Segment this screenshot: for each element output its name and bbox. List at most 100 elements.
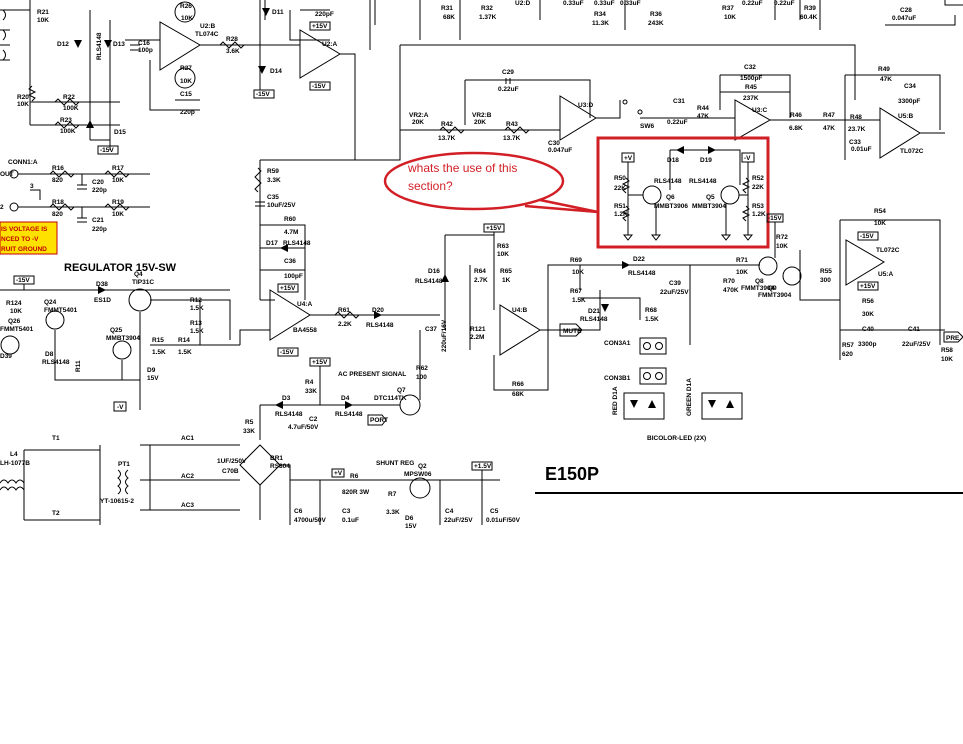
d38-diode <box>98 286 106 294</box>
r43-value: 13.7K <box>503 135 521 142</box>
r44-label: R44 <box>697 105 709 112</box>
r59-value: 3.3K <box>267 177 281 184</box>
r47-value: 47K <box>823 125 835 132</box>
r68-label: R68 <box>645 307 657 314</box>
r26-label: R26 <box>180 3 192 10</box>
c31-value: 0.22uF <box>667 119 688 126</box>
u3d-label: U3:D <box>578 102 593 109</box>
connector-section: CONN1:A OUT 3 2 R16 820 R17 10K R18 820 … <box>0 159 150 255</box>
r61-label: R61 <box>338 307 350 314</box>
l4-part: LH-1077B <box>0 460 30 467</box>
d38-label: D38 <box>96 281 108 288</box>
r55-label: R55 <box>820 268 832 275</box>
r17-label: R17 <box>112 165 124 172</box>
c37-label: C37 <box>425 326 437 333</box>
neg15-rail-label: -15V <box>100 147 114 154</box>
c29-value: 0.22uF <box>498 86 519 93</box>
neg15-box-u5a <box>857 231 879 241</box>
r64-label: R64 <box>474 268 486 275</box>
r14-value: 1.5K <box>178 349 192 356</box>
q2-part: MPSW06 <box>404 471 432 478</box>
r55-value: 300 <box>820 277 831 284</box>
r17-value: 10K <box>112 177 124 184</box>
t1-label: T1 <box>52 435 60 442</box>
r51-label: R51 <box>614 203 626 210</box>
neg15-label-2: -15V <box>256 91 270 98</box>
ac2-label: AC2 <box>181 473 194 480</box>
neg15-label-3: -15V <box>312 83 326 90</box>
neg15-label-u5a: -15V <box>860 233 874 240</box>
pos15-label-1: +15V <box>312 23 328 30</box>
c3-value: 0.1uF <box>342 517 359 524</box>
c15-value: 220p <box>180 109 195 116</box>
q9-transistor <box>782 266 802 286</box>
d4-diode <box>345 401 353 409</box>
regulator-section: REGULATOR 15V-SW -15V D38 ES1D Q4 TIP31C… <box>0 262 240 412</box>
c-b-value: 0.33uF <box>594 0 615 7</box>
d12-diode <box>74 40 82 48</box>
r66-label: R66 <box>512 381 524 388</box>
br1-part: RS804 <box>270 463 290 470</box>
c21-value: 220p <box>92 226 107 233</box>
c5-label: C5 <box>490 508 499 515</box>
r5-label: R5 <box>245 419 254 426</box>
r71-label: R71 <box>736 257 748 264</box>
r13-value: 1.5K <box>190 328 204 335</box>
c-c-value: 0.33uF <box>620 0 641 7</box>
q8-transistor <box>758 256 778 276</box>
r26-value: 10K <box>181 15 193 22</box>
u4b-label: U4:B <box>512 307 527 314</box>
d9-value: 15V <box>147 375 159 382</box>
con3b1-connector <box>639 367 667 385</box>
r18-label: R18 <box>52 199 64 206</box>
con3a1-pin-1 <box>643 342 651 350</box>
c2-label: C2 <box>309 416 318 423</box>
r47-label: R47 <box>823 112 835 119</box>
d19-diode <box>708 146 716 154</box>
con3b1-pin-1 <box>643 372 651 380</box>
d13-diode <box>104 40 112 48</box>
q25-part: MMBT3904 <box>106 335 140 342</box>
q5-part: MMBT3904 <box>692 203 726 210</box>
c-d-value: 0.22uF <box>742 0 763 7</box>
pin-3-label: 3 <box>30 183 34 190</box>
c36-value: 100pF <box>284 273 303 280</box>
r43-label: R43 <box>506 121 518 128</box>
r5-value: 33K <box>243 428 255 435</box>
u4a-label: U4:A <box>297 301 312 308</box>
detector-section: R59 3.3K C35 10uF/25V R60 4.7M D17 RLS41… <box>239 160 440 357</box>
d18-diode <box>676 146 684 154</box>
d39-label: D39 <box>0 353 12 360</box>
c30-value: 0.047uF <box>548 147 572 154</box>
d22-part: RLS4148 <box>628 270 656 277</box>
r63-label: R63 <box>497 243 509 250</box>
power-supply-section: L4 LH-1077B T1 T2 PT1 YT-10615-2 AC1 AC2… <box>0 435 521 530</box>
d3-diode <box>275 401 283 409</box>
board-title: E150P <box>545 464 599 484</box>
r15-label: R15 <box>152 337 164 344</box>
q6-transistor <box>642 185 662 205</box>
r72-label: R72 <box>776 234 788 241</box>
u4a-part: BA4558 <box>293 327 317 334</box>
r34-value: 11.3K <box>592 20 609 27</box>
c6-value: 4700u/50V <box>294 517 326 524</box>
d21-part: RLS4148 <box>580 316 608 323</box>
r42-label: R42 <box>441 121 453 128</box>
led-red-label: RED D1A <box>612 386 619 415</box>
neg15-box-3 <box>309 81 331 91</box>
r14-label: R14 <box>178 337 190 344</box>
r124-label: R124 <box>6 300 22 307</box>
r71-value: 10K <box>736 269 748 276</box>
q4-label: Q4 <box>134 271 143 278</box>
c41-label: C41 <box>908 326 920 333</box>
annotation-line-1: whats the use of this <box>407 161 517 175</box>
r21-label: R21 <box>37 9 49 16</box>
r52-value: 22K <box>752 184 764 191</box>
d8-part: RLS4148 <box>42 359 70 366</box>
vr2b-value: 20K <box>474 119 486 126</box>
r23-label: R23 <box>60 117 72 124</box>
q24-transistor <box>45 310 65 330</box>
r36-value: 243K <box>648 20 664 27</box>
led-red-green-2 <box>701 392 743 420</box>
c39-label: C39 <box>669 280 681 287</box>
